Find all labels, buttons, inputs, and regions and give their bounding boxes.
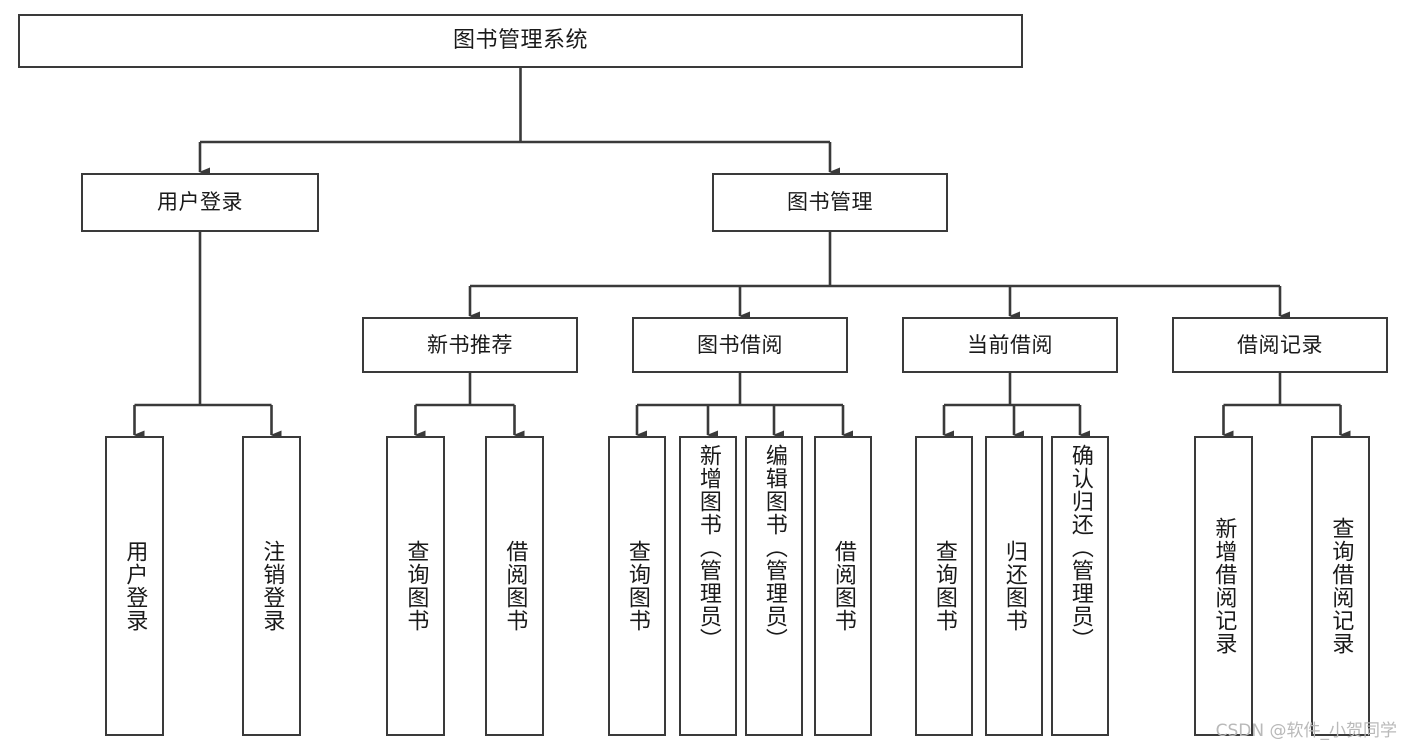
node-label-borrow-record: 借阅记录 — [1237, 332, 1323, 357]
node-label-user-login: 用户登录 — [157, 190, 243, 215]
node-label-leaf-logout: 注销登录 — [259, 540, 285, 632]
node-label-leaf-add-book: 新增图书（管理员） — [695, 444, 721, 651]
node-leaf-query-book-2[interactable]: 查询图书 — [608, 436, 666, 736]
node-label-book-manage: 图书管理 — [787, 190, 873, 215]
node-label-leaf-borrow-book-2: 借阅图书 — [830, 540, 856, 632]
node-leaf-add-book[interactable]: 新增图书（管理员） — [679, 436, 737, 736]
node-label-leaf-query-record: 查询借阅记录 — [1328, 517, 1354, 655]
node-book-manage[interactable]: 图书管理 — [712, 173, 948, 232]
node-new-book-rec[interactable]: 新书推荐 — [362, 317, 578, 373]
node-leaf-user-login[interactable]: 用户登录 — [105, 436, 164, 736]
node-label-new-book-rec: 新书推荐 — [427, 332, 513, 357]
node-label-current-borrow: 当前借阅 — [967, 332, 1053, 357]
node-leaf-query-book-1[interactable]: 查询图书 — [386, 436, 445, 736]
node-label-book-borrow: 图书借阅 — [697, 332, 783, 357]
node-leaf-return-book[interactable]: 归还图书 — [985, 436, 1043, 736]
node-leaf-borrow-book-2[interactable]: 借阅图书 — [814, 436, 872, 736]
node-label-root: 图书管理系统 — [452, 28, 588, 54]
node-label-leaf-borrow-book-1: 借阅图书 — [502, 540, 528, 632]
node-user-login[interactable]: 用户登录 — [81, 173, 319, 232]
node-label-leaf-add-record: 新增借阅记录 — [1211, 517, 1237, 655]
node-leaf-query-book-3[interactable]: 查询图书 — [915, 436, 973, 736]
node-label-leaf-confirm-return: 确认归还（管理员） — [1067, 444, 1093, 651]
node-leaf-logout[interactable]: 注销登录 — [242, 436, 301, 736]
node-label-leaf-user-login: 用户登录 — [122, 540, 148, 632]
node-leaf-confirm-return[interactable]: 确认归还（管理员） — [1051, 436, 1109, 736]
node-root[interactable]: 图书管理系统 — [18, 14, 1023, 68]
node-label-leaf-query-book-3: 查询图书 — [931, 540, 957, 632]
csdn-watermark: CSDN @软件_小贺同学 — [1215, 721, 1397, 741]
node-borrow-record[interactable]: 借阅记录 — [1172, 317, 1388, 373]
node-label-leaf-return-book: 归还图书 — [1001, 540, 1027, 632]
node-current-borrow[interactable]: 当前借阅 — [902, 317, 1118, 373]
node-leaf-query-record[interactable]: 查询借阅记录 — [1311, 436, 1370, 736]
node-label-leaf-query-book-1: 查询图书 — [403, 540, 429, 632]
node-leaf-add-record[interactable]: 新增借阅记录 — [1194, 436, 1253, 736]
node-leaf-edit-book[interactable]: 编辑图书（管理员） — [745, 436, 803, 736]
node-book-borrow[interactable]: 图书借阅 — [632, 317, 848, 373]
node-label-leaf-query-book-2: 查询图书 — [624, 540, 650, 632]
node-leaf-borrow-book-1[interactable]: 借阅图书 — [485, 436, 544, 736]
node-label-leaf-edit-book: 编辑图书（管理员） — [761, 444, 787, 651]
